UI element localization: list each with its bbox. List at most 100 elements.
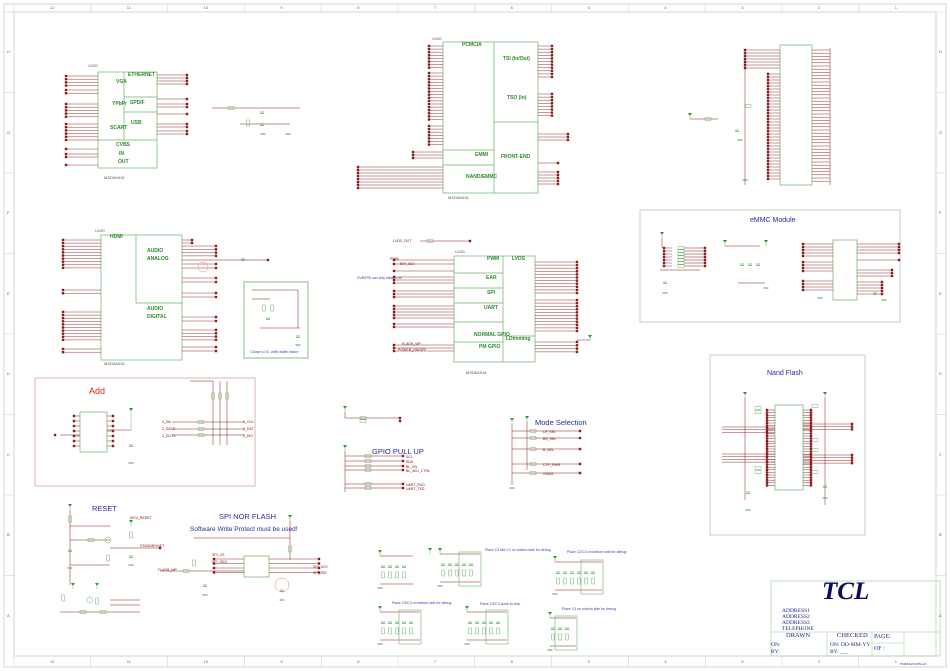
net-terminal bbox=[766, 171, 770, 175]
ruler-row-label: D bbox=[939, 371, 942, 376]
net-terminal bbox=[427, 60, 431, 63]
net-terminal bbox=[185, 112, 189, 116]
net-lvds-out: LVDS_OUT bbox=[393, 239, 412, 243]
resistor bbox=[87, 538, 95, 542]
net-terminal bbox=[766, 81, 770, 85]
net-terminal bbox=[850, 461, 854, 465]
net-terminal bbox=[880, 292, 884, 296]
power-symbol bbox=[743, 392, 747, 395]
net-flash-wp: FLASH_WP bbox=[402, 342, 421, 346]
net-terminal bbox=[401, 486, 405, 490]
net-terminal bbox=[212, 562, 216, 565]
net-terminal bbox=[214, 315, 218, 319]
net-terminal bbox=[214, 262, 218, 266]
net-terminal bbox=[401, 459, 405, 463]
power-symbol bbox=[129, 408, 133, 411]
net-terminal bbox=[578, 462, 582, 466]
net-terminal bbox=[566, 132, 570, 136]
net-terminal bbox=[801, 242, 805, 246]
net-terminal bbox=[703, 258, 707, 262]
resistor bbox=[754, 466, 762, 470]
net-terminal bbox=[61, 288, 65, 292]
resistor bbox=[677, 246, 685, 250]
net-terminal bbox=[427, 96, 431, 99]
emmi-label: EMMI bbox=[475, 152, 489, 158]
net-terminal bbox=[809, 471, 813, 474]
mode-net-1: LR_SEL bbox=[543, 430, 557, 434]
net-terminal bbox=[411, 153, 415, 157]
resistor bbox=[448, 569, 452, 577]
power-symbol bbox=[95, 583, 99, 586]
ruler-row-label: H bbox=[7, 49, 10, 54]
net-terminal bbox=[766, 120, 770, 124]
net-terminal bbox=[427, 78, 431, 81]
net-terminal bbox=[801, 266, 805, 270]
power-symbol bbox=[723, 240, 727, 243]
debug-box bbox=[398, 609, 422, 645]
resistor bbox=[563, 577, 567, 585]
net-terminal bbox=[809, 427, 813, 430]
net-flash-wp-spi: FLASH_WP bbox=[158, 568, 177, 572]
net-terminal bbox=[392, 278, 396, 282]
net-terminal bbox=[766, 162, 770, 166]
gpio-net-3: BL_EN bbox=[406, 465, 418, 469]
resistor bbox=[426, 239, 434, 243]
net-terminal bbox=[766, 153, 770, 157]
resistor bbox=[744, 104, 752, 108]
net-terminal bbox=[703, 255, 707, 259]
mode-net-2: BS_SEL bbox=[543, 437, 557, 441]
power-symbol bbox=[548, 612, 552, 615]
net-terminal bbox=[575, 320, 579, 323]
net-terminal bbox=[61, 347, 65, 351]
ruler-column-label: 10 bbox=[203, 659, 209, 664]
net-terminal bbox=[897, 245, 901, 249]
net-terminal bbox=[53, 433, 57, 437]
debug-box bbox=[580, 559, 604, 595]
net-terminal bbox=[575, 291, 579, 295]
net-terminal bbox=[575, 276, 579, 279]
net-pwm: PWM bbox=[390, 257, 399, 261]
resistor bbox=[402, 571, 406, 579]
normal-gpio-label: NORMAL GPIO bbox=[474, 332, 510, 338]
resistor bbox=[754, 470, 762, 474]
resistor bbox=[677, 261, 685, 265]
net-terminal bbox=[575, 311, 579, 314]
resistor bbox=[558, 633, 562, 641]
net-terminal bbox=[801, 279, 805, 283]
net-terminal bbox=[398, 419, 402, 423]
net-terminal bbox=[427, 57, 431, 60]
ruler-row-label: E bbox=[7, 290, 10, 296]
net-terminal bbox=[809, 432, 813, 435]
net-spi-sck: SPI_SCK bbox=[313, 565, 328, 569]
net-terminal bbox=[317, 566, 321, 570]
emmc-box bbox=[639, 209, 901, 323]
net-terminal bbox=[766, 168, 770, 172]
address-1: ADDRESS1 bbox=[782, 608, 810, 614]
net-terminal bbox=[765, 440, 769, 443]
hdmi-part: MSD6A918 bbox=[104, 361, 125, 366]
add-box bbox=[34, 377, 256, 487]
net-terminal bbox=[575, 326, 579, 330]
net-terminal bbox=[556, 170, 560, 174]
add-net-3: 2_DUTS bbox=[162, 434, 176, 438]
net-terminal bbox=[61, 310, 65, 314]
net-terminal bbox=[575, 285, 579, 288]
resistor bbox=[677, 264, 685, 268]
net-terminal bbox=[765, 463, 769, 466]
resistor bbox=[811, 438, 819, 442]
net-terminal bbox=[766, 129, 770, 133]
net-terminal bbox=[427, 66, 431, 69]
net-terminal bbox=[809, 442, 813, 445]
net-terminal bbox=[427, 63, 431, 66]
net-terminal bbox=[890, 274, 894, 278]
gpio-net-1: SCL bbox=[406, 455, 413, 459]
resistor bbox=[409, 627, 413, 635]
net-terminal bbox=[703, 249, 707, 253]
resistor bbox=[79, 610, 87, 614]
net-terminal bbox=[427, 143, 431, 146]
ruler-column-label: 2 bbox=[818, 659, 821, 664]
add-chip bbox=[79, 411, 108, 453]
resistor bbox=[182, 569, 190, 573]
net-terminal bbox=[64, 163, 68, 167]
net-terminal bbox=[556, 182, 560, 186]
